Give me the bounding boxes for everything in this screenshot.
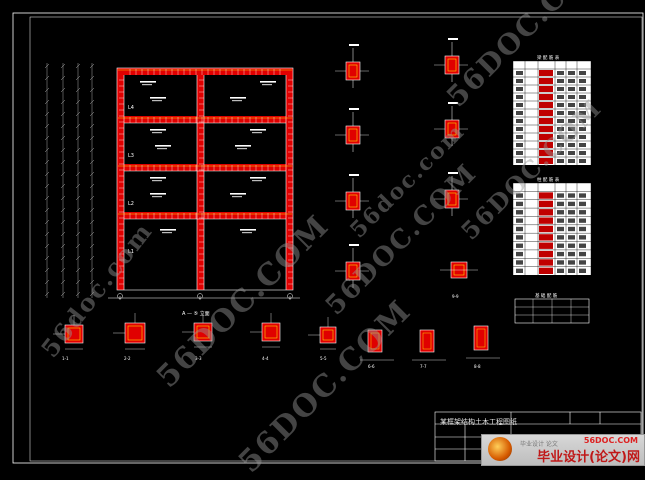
reinforcement-table-2: 柱 配 筋 表 <box>512 176 592 275</box>
drawing-frame <box>12 12 644 464</box>
section-label: 8-8 <box>474 364 481 369</box>
table3-title: 基 础 配 筋 <box>535 292 558 299</box>
floor-label-3: L3 <box>128 153 134 159</box>
cad-drawing-canvas: L1 L2 L3 L4 A — ⑤ 立面 1-1 2-2 3-3 4-4 5-5 6-6 7… <box>12 12 644 464</box>
logo-site-text: 56DOC.COM <box>583 436 638 445</box>
column-middle <box>197 70 204 290</box>
frame-elevation: L1 L2 L3 L4 A — ⑤ 立面 <box>108 67 300 317</box>
beam-roof <box>117 68 293 75</box>
table1-title: 梁 配 筋 表 <box>537 54 560 61</box>
section-label: 4-4 <box>262 356 269 361</box>
logo-small-text: 毕业设计 论文 <box>520 441 558 448</box>
floor-label-4: L4 <box>128 105 134 111</box>
elevation-caption: A — ⑤ 立面 <box>182 310 210 317</box>
reinforcement-table-1: 梁 配 筋 表 <box>512 54 592 165</box>
column-section-details <box>335 38 478 288</box>
drawing-title: 某框架结构土木工程图纸 <box>440 418 517 426</box>
section-label: 2-2 <box>124 356 131 361</box>
section-label: 3-3 <box>195 356 202 361</box>
beam-floor-2 <box>117 212 293 219</box>
logo-emblem-icon <box>488 437 512 461</box>
drawing-inner-frame <box>29 16 643 462</box>
column-left <box>117 70 124 290</box>
table2-title: 柱 配 筋 表 <box>537 176 560 183</box>
beam-section-details: 1-1 2-2 3-3 4-4 5-5 6-6 7-7 8-8 9-9 <box>53 294 500 369</box>
beam-floor-4 <box>117 116 293 123</box>
section-label: 5-5 <box>320 356 327 361</box>
beam-floor-3 <box>117 164 293 171</box>
floor-label-1: L1 <box>128 249 134 255</box>
section-label: 7-7 <box>420 364 427 369</box>
section-label: 6-6 <box>368 364 375 369</box>
logo-main-text: 毕业设计(论文)网 <box>537 450 640 465</box>
elevation-dimension-chain <box>44 63 95 298</box>
reinforcement-table-3: 基 础 配 筋 <box>514 292 590 324</box>
site-logo[interactable]: 毕业设计 论文 56DOC.COM 毕业设计(论文)网 <box>481 434 645 466</box>
section-label: 9-9 <box>452 294 459 299</box>
floor-label-2: L2 <box>128 201 134 207</box>
section-label: 1-1 <box>62 356 69 361</box>
column-right <box>286 70 293 290</box>
